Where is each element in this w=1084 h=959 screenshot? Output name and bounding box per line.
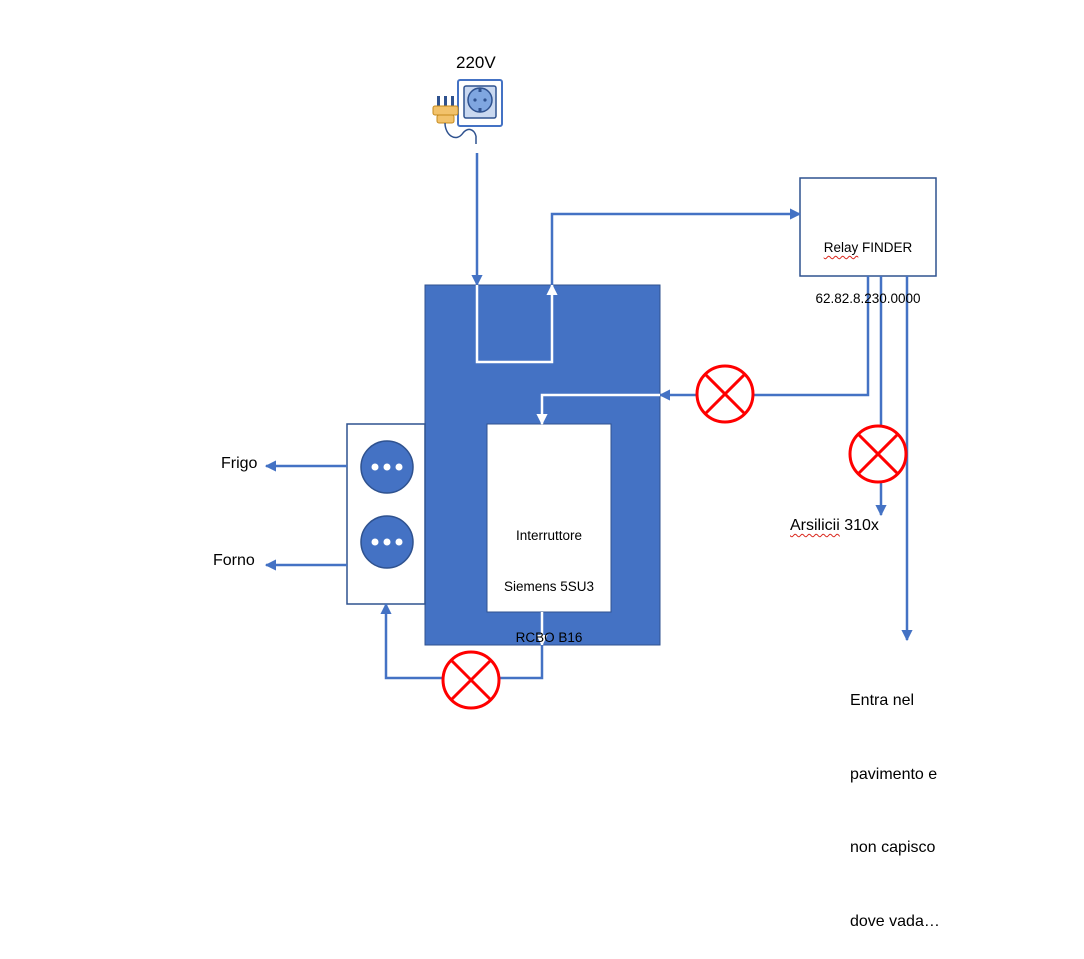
wiring-diagram [264,79,937,710]
breaker-line-1: Interruttore [515,528,583,543]
breaker-box [486,423,612,613]
power-label: 220V [456,53,496,72]
arsilicii-label: Arsilicii 310x [790,517,879,535]
relay-label: Relay FINDER 62.82.8.230.0000 [800,205,936,324]
floor-note-line: dove vada… [850,912,940,930]
floor-note: Entra nel pavimento e non capisco dove v… [850,640,940,959]
relay-label-rest: FINDER [858,240,913,255]
floor-note-line: Entra nel [850,692,915,709]
disconnected-cross-icon [441,650,501,710]
floor-note-line: pavimento e [850,765,938,783]
relay-label-word: Relay [823,240,859,255]
breaker-line-2: Siemens 5SU3 [503,579,595,594]
breaker-line-3: RCBO B16 [515,630,583,645]
power-plug-icon [432,96,477,144]
relay-box [799,177,937,277]
forno-label: Forno [213,552,255,569]
floor-note-line: non capisco [850,839,936,856]
wire-to-relay [550,208,802,285]
power-socket-icon [457,79,503,127]
arsilicii-word: Arsilicii [790,517,840,534]
outlet-forno [360,515,414,569]
outlet-frigo [360,440,414,494]
frigo-label: Frigo [221,455,258,472]
disconnected-cross-icon [695,364,755,424]
breaker-label: Interruttore Siemens 5SU3 RCBO B16 [487,493,611,663]
wire-panel-to-breaker [536,393,660,426]
wire-panel-loop [475,283,558,364]
arsilicii-rest: 310x [839,517,879,534]
relay-model: 62.82.8.230.0000 [815,291,921,306]
disconnected-cross-icon [848,424,908,484]
